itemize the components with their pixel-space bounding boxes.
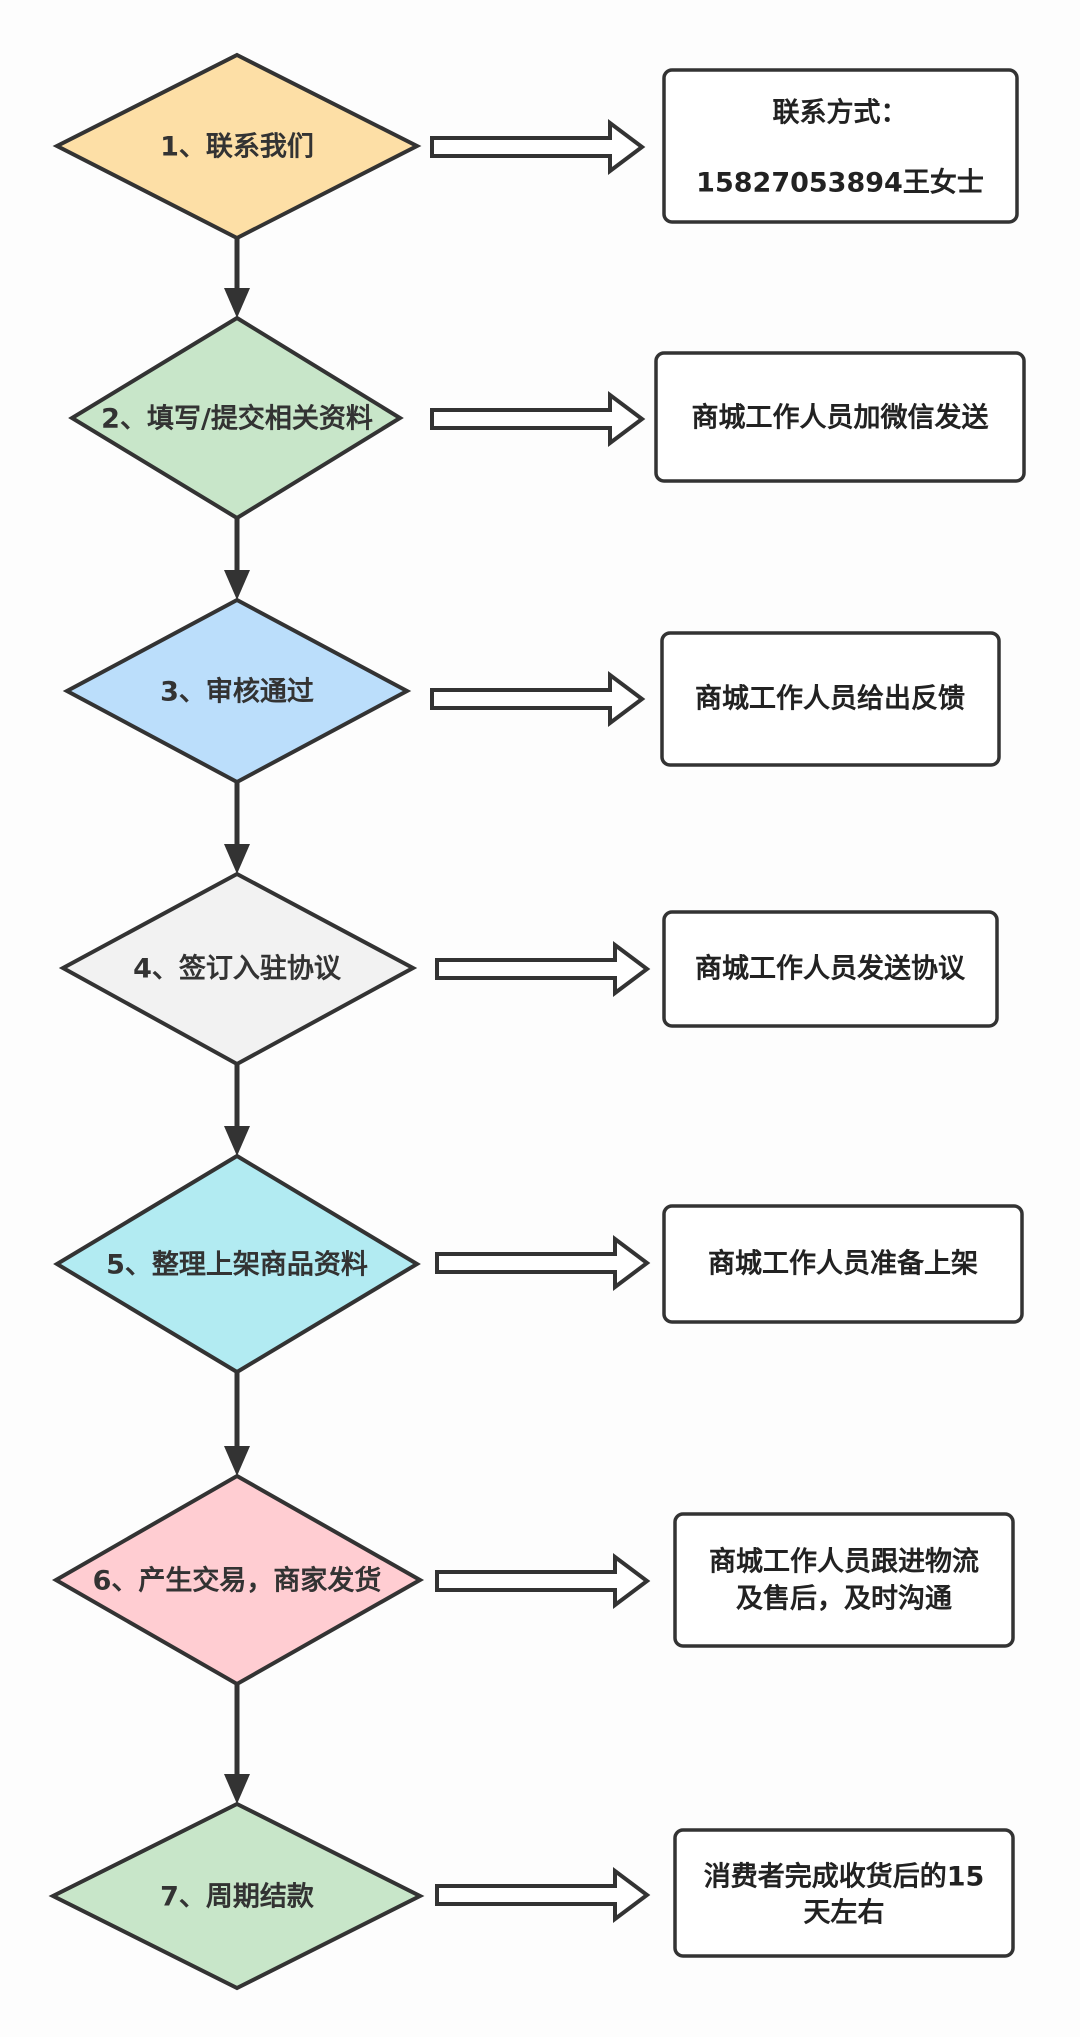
vertical-connector — [224, 1684, 250, 1804]
result-box — [673, 1828, 1015, 1958]
result-text-line: 商城工作人员准备上架 — [708, 1249, 978, 1280]
hollow-right-arrow — [430, 671, 646, 727]
result-text-line: 消费者完成收货后的15 — [704, 1861, 985, 1893]
hollow-right-arrow — [435, 1235, 651, 1291]
result-text-line: 15827053894王女士 — [696, 167, 984, 199]
step-diamond — [52, 52, 422, 241]
step-diamond — [58, 871, 418, 1067]
step-label: 2、填写/提交相关资料 — [101, 403, 373, 435]
step-2: 2、填写/提交相关资料 商城工作人员加微信发送 — [68, 315, 1026, 521]
hollow-right-arrow — [435, 941, 651, 997]
step-diamond — [53, 1153, 421, 1375]
step-label: 7、周期结款 — [160, 1882, 315, 1913]
vertical-connector — [224, 782, 250, 874]
step-label: 6、产生交易，商家发货 — [93, 1565, 382, 1597]
result-box — [662, 910, 999, 1028]
hollow-right-arrow — [430, 119, 646, 175]
result-box — [660, 631, 1001, 767]
result-box — [673, 1512, 1015, 1648]
result-text-line: 商城工作人员给出反馈 — [695, 684, 965, 715]
step-6: 6、产生交易，商家发货 商城工作人员跟进物流 及售后，及时沟通 — [51, 1473, 1015, 1687]
step-1: 1、联系我们 联系方式： 15827053894王女士 — [52, 52, 1019, 241]
result-text-line: 天左右 — [804, 1898, 885, 1929]
vertical-connector — [224, 1064, 250, 1156]
vertical-connector — [224, 238, 250, 318]
step-label: 1、联系我们 — [160, 132, 314, 163]
result-text-line: 联系方式： — [773, 97, 908, 129]
result-text-line: 商城工作人员加微信发送 — [692, 402, 989, 434]
hollow-right-arrow — [430, 391, 646, 447]
result-box — [662, 68, 1019, 224]
hollow-right-arrow — [435, 1867, 651, 1923]
step-diamond — [68, 315, 404, 521]
result-text-line: 商城工作人员跟进物流 — [709, 1547, 979, 1578]
step-3: 3、审核通过 商城工作人员给出反馈 — [62, 597, 1001, 785]
step-7: 7、周期结款 消费者完成收货后的15 天左右 — [48, 1801, 1015, 1991]
step-diamond — [62, 597, 412, 785]
hollow-right-arrow — [435, 1553, 651, 1609]
step-label: 3、审核通过 — [160, 676, 314, 708]
step-4: 4、签订入驻协议 商城工作人员发送协议 — [58, 871, 999, 1067]
result-box — [662, 1204, 1024, 1324]
step-label: 5、整理上架商品资料 — [106, 1250, 368, 1281]
step-label: 4、签订入驻协议 — [133, 953, 342, 985]
step-diamond — [48, 1801, 425, 1991]
vertical-connector — [224, 518, 250, 600]
result-box — [654, 351, 1026, 483]
result-text-line: 商城工作人员发送协议 — [695, 953, 966, 985]
vertical-connector — [224, 1372, 250, 1476]
step-5: 5、整理上架商品资料 商城工作人员准备上架 — [53, 1153, 1024, 1375]
step-diamond — [51, 1473, 425, 1687]
result-text-line: 及售后，及时沟通 — [736, 1583, 952, 1615]
